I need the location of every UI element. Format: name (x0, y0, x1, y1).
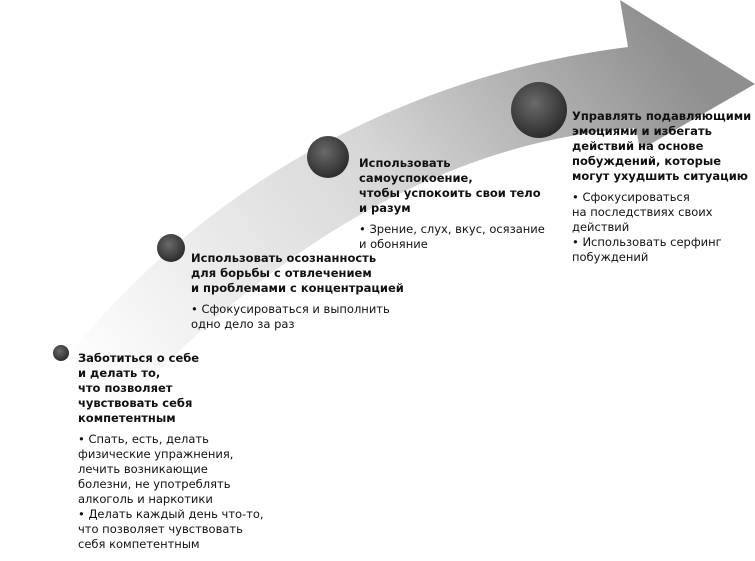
step-3-title: Использовать самоуспокоение, чтобы успок… (359, 156, 541, 215)
step-4-marker (511, 82, 567, 138)
step-1-bullet-1: • Спать, есть, делать физические упражне… (78, 432, 234, 506)
step-1-bullet-2: • Делать каждый день что-то, что позволя… (78, 507, 264, 551)
step-2-marker (157, 234, 185, 262)
step-1-title: Заботиться о себе и делать то, что позво… (78, 351, 200, 425)
step-1: Заботиться о себе и делать то, что позво… (78, 351, 268, 552)
step-2-title: Использовать осознанность для борьбы с о… (191, 251, 404, 295)
step-4-bullet-1: • Сфокусироваться на последствиях своих … (572, 190, 713, 234)
step-4-title: Управлять подавляющими эмоциями и избега… (572, 109, 752, 183)
step-3-marker (307, 136, 349, 178)
step-1-marker (53, 345, 69, 361)
step-3-bullet-1: • Зрение, слух, вкус, осязание и обоняни… (359, 222, 545, 251)
step-4: Управлять подавляющими эмоциями и избега… (572, 109, 752, 265)
step-2-bullet-1: • Сфокусироваться и выполнить одно дело … (191, 302, 390, 331)
step-2: Использовать осознанность для борьбы с о… (191, 251, 406, 332)
step-3: Использовать самоуспокоение, чтобы успок… (359, 156, 559, 252)
step-4-bullet-2: • Использовать серфинг побуждений (572, 235, 722, 264)
